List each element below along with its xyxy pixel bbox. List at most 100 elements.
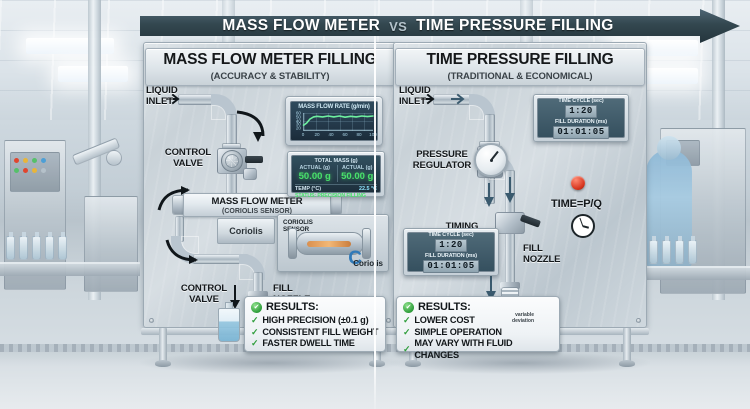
chart-endpoint-marker xyxy=(371,115,375,117)
control-valve-top-outlet xyxy=(243,168,257,180)
right-panel-title: TIME PRESSURE FILLING xyxy=(426,51,614,69)
inlet-pipe-horizontal xyxy=(178,94,216,105)
clock-icon xyxy=(571,214,595,238)
label-pressure-regulator: PRESSURE REGULATOR xyxy=(412,149,472,171)
meter-flange-left xyxy=(173,196,185,214)
result-item-text: CONSISTENT FILL WEIGHT xyxy=(262,326,379,337)
coriolis-word: Coriolis xyxy=(353,259,383,268)
banner-right-title: TIME PRESSURE FILLING xyxy=(416,17,614,34)
bottle xyxy=(649,240,658,264)
readout-col1-header: ACTUAL (g) xyxy=(299,165,330,171)
clock-minute-hand xyxy=(579,217,584,227)
x-tick: 100 xyxy=(369,132,377,137)
nozzle-feed-pipe xyxy=(253,272,263,294)
readout-temp-section: TEMP (°C) 22.5 °C STATUS: PRECISION FILL… xyxy=(295,184,377,199)
nozzle-feed-pipe xyxy=(505,232,515,284)
timer-duration-value: 01:01:05 xyxy=(553,125,609,139)
hmi-screen: MASS FLOW RATE (g/min) 60 50 40 30 20 0 … xyxy=(290,101,378,141)
timer-display-top[interactable]: TIME CYCLE (sec) 1:20 FILL DURATION (ms)… xyxy=(533,94,629,142)
label-liquid-inlet: LIQUID INLET xyxy=(399,85,431,107)
readout-status: STATUS: PRECISION FILLING xyxy=(295,193,366,199)
chart-line xyxy=(303,116,373,126)
left-panel-title: MASS FLOW METER FILLING xyxy=(163,51,377,69)
flow-rate-line-series xyxy=(303,115,375,131)
banner-left-title: MASS FLOW METER xyxy=(222,17,381,34)
regulator-feed-pipe xyxy=(484,114,495,146)
flow-arrow-inlet xyxy=(421,93,437,105)
result-item: ✓ FASTER DWELL TIME xyxy=(251,338,379,350)
timer-cycle-value: 1:20 xyxy=(435,238,467,252)
result-item: ✓ LOWER COST xyxy=(403,315,553,327)
meter-plate-subtitle: (CORIOLIS SENSOR) xyxy=(221,207,292,215)
result-item-text: MAY VARY WITH FLUID CHANGES xyxy=(414,338,513,360)
vial-neck xyxy=(225,302,233,308)
y-tick: 40 xyxy=(295,118,301,124)
label-control-valve-bottom: CONTROL VALVE xyxy=(180,283,228,305)
machine-leg xyxy=(619,328,635,367)
check-circle-icon xyxy=(251,301,262,313)
lower-elbow-right xyxy=(239,254,265,280)
check-circle-icon xyxy=(403,301,414,313)
gauge-hub xyxy=(489,158,493,162)
y-tick: 60 xyxy=(295,110,301,116)
pressure-gauge[interactable] xyxy=(474,143,508,177)
check-icon: ✓ xyxy=(403,315,411,325)
bottle-row xyxy=(6,236,67,260)
meter-plate-title: MASS FLOW METER xyxy=(211,195,303,207)
fill-nozzle-collar xyxy=(248,291,268,298)
mass-flow-meter-machine: MASS FLOW METER FILLING (ACCURACY & STAB… xyxy=(135,36,405,367)
conveyor-belt xyxy=(0,262,140,276)
y-tick: 20 xyxy=(295,125,301,131)
right-results-card: RESULTS: ✓ LOWER COST ✓ SIMPLE OPERATION… xyxy=(396,296,560,360)
readout-column-2: ACTUAL (g) 50.00 g xyxy=(336,165,378,182)
readout-column-1: ACTUAL (g) 50.00 g xyxy=(295,165,335,182)
vial-deviation-note: variable deviation xyxy=(512,312,534,324)
left-results-card: RESULTS: ✓ HIGH PRECISION (±0.1 g) ✓ CON… xyxy=(244,296,386,352)
emergency-stop-button[interactable] xyxy=(571,176,585,190)
timer-display-bottom[interactable]: TIME CYCLE (sec) 1:20 FILL DURATION (ms)… xyxy=(403,228,499,276)
bottle xyxy=(688,240,697,264)
left-results-title: RESULTS: xyxy=(266,301,319,313)
check-icon: ✓ xyxy=(403,343,411,354)
flow-arrow-to-nozzle xyxy=(165,238,199,264)
result-item-text: FASTER DWELL TIME xyxy=(262,338,355,348)
label-liquid-inlet: LIQUID INLET xyxy=(146,85,178,107)
result-item: ✓ MAY VARY WITH FLUID CHANGES xyxy=(403,338,553,361)
readout-temp-row: TEMP (°C) 22.5 °C xyxy=(295,186,377,192)
indicator-lights xyxy=(14,158,46,163)
right-results-list: ✓ LOWER COST ✓ SIMPLE OPERATION ✓ MAY VA… xyxy=(403,315,553,361)
check-icon: ✓ xyxy=(251,315,259,325)
check-icon: ✓ xyxy=(251,326,259,337)
bottle xyxy=(6,236,15,260)
coriolis-sensor-diagram: CORIOLIS SENSOR C Coriolis xyxy=(277,214,389,272)
vial-body xyxy=(218,308,240,342)
indicator-lights xyxy=(14,168,46,173)
control-valve-top-handle xyxy=(245,156,263,163)
check-icon: ✓ xyxy=(403,326,411,337)
banner-vs-label: VS xyxy=(389,18,408,34)
time-pressure-filling-machine: TIME PRESSURE FILLING (TRADITIONAL & ECO… xyxy=(385,36,655,367)
x-tick: 80 xyxy=(356,132,362,137)
readout-screen: TOTAL MASS (g) ACTUAL (g) 50.00 g ACTUAL… xyxy=(291,155,381,199)
total-mass-readout[interactable]: TOTAL MASS (g) ACTUAL (g) 50.00 g ACTUAL… xyxy=(287,151,385,199)
machine-shadow xyxy=(390,352,650,374)
coriolis-cap-right xyxy=(362,228,371,259)
result-item-text: HIGH PRECISION (±0.1 g) xyxy=(262,315,369,325)
robot-arm-joint xyxy=(106,150,122,166)
timer-duration-value: 01:01:05 xyxy=(423,259,479,273)
label-time-formula: TIME=P/Q xyxy=(551,198,602,210)
mass-flow-rate-display[interactable]: MASS FLOW RATE (g/min) 60 50 40 30 20 0 … xyxy=(285,96,383,146)
control-valve-top-wheel xyxy=(221,150,243,172)
timer-cycle-label: TIME CYCLE (sec) xyxy=(558,97,604,104)
left-panel-subtitle: (ACCURACY & STABILITY) xyxy=(210,70,330,82)
readout-col1-value: 50.00 g xyxy=(298,171,331,182)
result-item: ✓ SIMPLE OPERATION xyxy=(403,327,553,339)
result-item-text: SIMPLE OPERATION xyxy=(414,326,502,337)
screw xyxy=(149,318,154,323)
mass-flow-meter-plate: MASS FLOW METER (CORIOLIS SENSOR) xyxy=(183,193,331,217)
machine-shadow xyxy=(140,352,400,374)
inlet-pipe-vertical xyxy=(226,114,237,148)
header-banner: MASS FLOW METER VS TIME PRESSURE FILLING xyxy=(140,9,740,43)
readout-header: TOTAL MASS (g) xyxy=(314,158,358,164)
flow-arrow-inlet-2 xyxy=(451,93,467,105)
